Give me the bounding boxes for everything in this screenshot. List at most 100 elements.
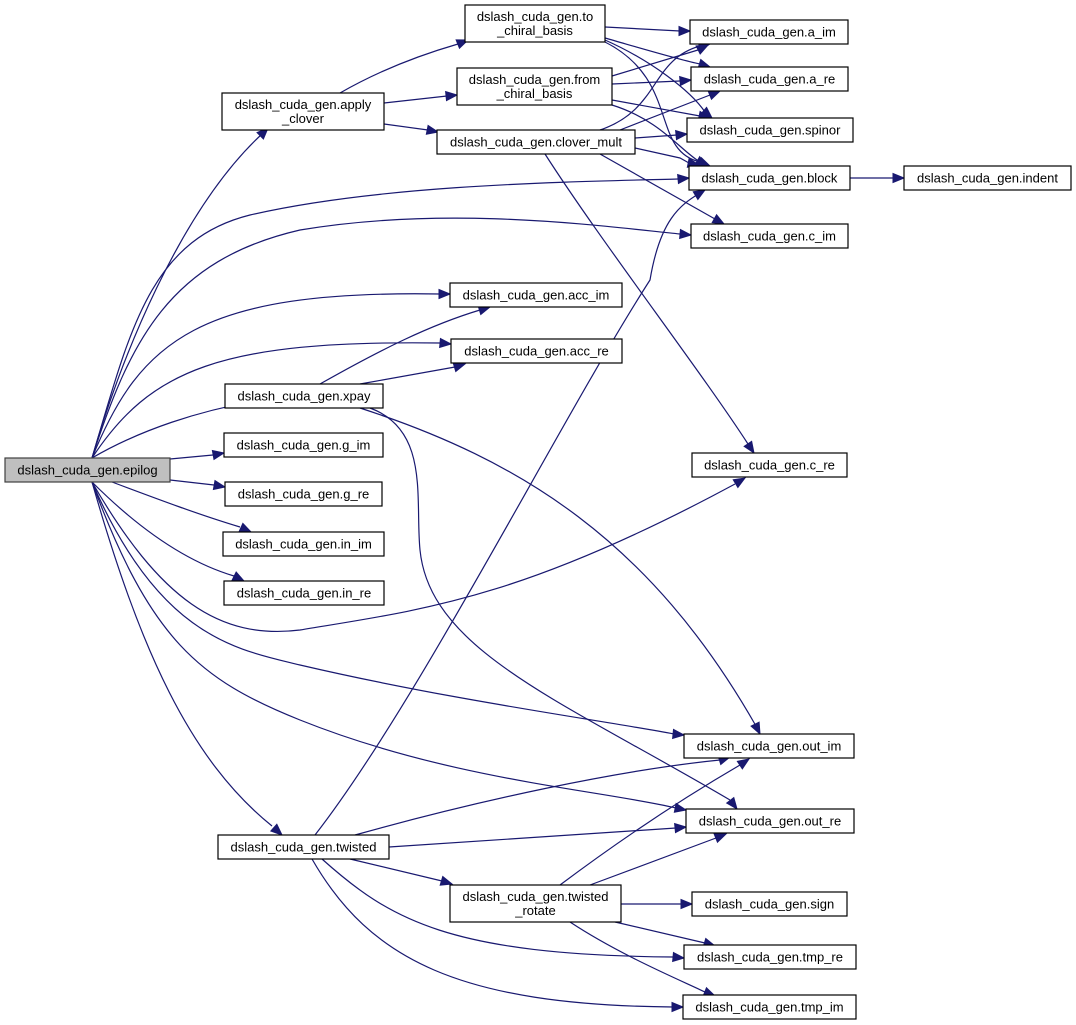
node-clover-mult[interactable]: dslash_cuda_gen.clover_mult: [436, 129, 636, 155]
edge-twisted-rotate-to-out-re: [589, 833, 728, 886]
node-box[interactable]: [449, 282, 623, 308]
edge-line: [91, 481, 235, 577]
node-box[interactable]: [224, 481, 383, 507]
node-twisted-rotate[interactable]: dslash_cuda_gen.twisted_rotate: [449, 884, 622, 923]
node-c-re[interactable]: dslash_cuda_gen.c_re: [691, 452, 848, 478]
node-tmp-im[interactable]: dslash_cuda_gen.tmp_im: [682, 994, 857, 1020]
node-a-im[interactable]: dslash_cuda_gen.a_im: [689, 19, 849, 45]
node-label: dslash_cuda_gen.acc_re: [464, 344, 609, 359]
edge-line: [599, 45, 701, 131]
node-box[interactable]: [222, 531, 385, 557]
edge-line: [611, 80, 681, 85]
edge-clover-mult-to-spinor: [634, 129, 689, 141]
node-in-im[interactable]: dslash_cuda_gen.in_im: [222, 531, 385, 557]
node-label: _chiral_basis: [496, 86, 573, 101]
node-box[interactable]: [223, 432, 384, 458]
node-acc-im[interactable]: dslash_cuda_gen.acc_im: [449, 282, 623, 308]
node-to-chiral[interactable]: dslash_cuda_gen.to_chiral_basis: [464, 4, 606, 43]
edge-line: [111, 481, 241, 528]
node-c-im[interactable]: dslash_cuda_gen.c_im: [690, 223, 849, 249]
node-apply-clover[interactable]: dslash_cuda_gen.apply_clover: [221, 92, 385, 131]
node-g-im[interactable]: dslash_cuda_gen.g_im: [223, 432, 384, 458]
node-box[interactable]: [683, 944, 857, 970]
node-label: dslash_cuda_gen.g_re: [238, 487, 370, 502]
node-box[interactable]: [456, 67, 613, 106]
node-label: dslash_cuda_gen.tmp_re: [697, 950, 843, 965]
arrowhead-icon: [680, 898, 694, 910]
node-label: dslash_cuda_gen.a_im: [702, 25, 836, 40]
arrowhead-icon: [212, 479, 227, 491]
edge-line: [319, 309, 481, 385]
node-epilog[interactable]: dslash_cuda_gen.epilog: [4, 457, 171, 483]
node-box[interactable]: [217, 834, 390, 860]
node-box[interactable]: [221, 92, 385, 131]
node-tmp-re[interactable]: dslash_cuda_gen.tmp_re: [683, 944, 857, 970]
node-label: dslash_cuda_gen.g_im: [237, 438, 371, 453]
node-box[interactable]: [464, 4, 606, 43]
node-box[interactable]: [223, 580, 385, 606]
node-in-re[interactable]: dslash_cuda_gen.in_re: [223, 580, 385, 606]
arrowhead-icon: [692, 189, 707, 201]
node-indent[interactable]: dslash_cuda_gen.indent: [903, 165, 1072, 191]
arrowhead-icon: [231, 571, 246, 582]
edge-line: [599, 153, 716, 220]
node-box[interactable]: [683, 733, 855, 759]
node-acc-re[interactable]: dslash_cuda_gen.acc_re: [450, 338, 623, 364]
arrowhead-icon: [438, 288, 452, 300]
node-g-re[interactable]: dslash_cuda_gen.g_re: [224, 481, 383, 507]
node-xpay[interactable]: dslash_cuda_gen.xpay: [224, 383, 384, 409]
node-label: dslash_cuda_gen.sign: [705, 897, 834, 912]
node-label: dslash_cuda_gen.tmp_im: [695, 1000, 843, 1015]
edge-line: [91, 217, 681, 459]
node-box[interactable]: [689, 19, 849, 45]
node-box[interactable]: [686, 117, 854, 143]
edge-line: [383, 95, 448, 104]
node-box[interactable]: [685, 808, 855, 834]
node-label: _chiral_basis: [496, 23, 573, 38]
edge-epilog-to-acc-re: [91, 337, 453, 459]
node-label: _clover: [281, 111, 325, 126]
node-out-re[interactable]: dslash_cuda_gen.out_re: [685, 808, 855, 834]
edge-block-to-indent: [850, 172, 906, 184]
edge-line: [359, 407, 757, 727]
node-box[interactable]: [903, 165, 1072, 191]
arrowhead-icon: [678, 25, 692, 37]
node-a-re[interactable]: dslash_cuda_gen.a_re: [690, 66, 849, 92]
node-block[interactable]: dslash_cuda_gen.block: [688, 165, 851, 191]
arrowhead-icon: [711, 213, 726, 225]
edge-epilog-to-g-re: [169, 479, 227, 491]
edge-line: [604, 26, 681, 32]
edge-epilog-to-out-im: [91, 481, 686, 740]
edge-epilog-to-block: [91, 173, 691, 459]
node-from-chiral[interactable]: dslash_cuda_gen.from_chiral_basis: [456, 67, 613, 106]
node-label: dslash_cuda_gen.apply: [235, 97, 372, 112]
node-out-im[interactable]: dslash_cuda_gen.out_im: [683, 733, 855, 759]
edge-line: [634, 134, 678, 139]
node-label: dslash_cuda_gen.clover_mult: [450, 135, 622, 150]
node-spinor[interactable]: dslash_cuda_gen.spinor: [686, 117, 854, 143]
edge-line: [614, 921, 706, 944]
arrowhead-icon: [713, 833, 728, 844]
node-box[interactable]: [4, 457, 171, 483]
edge-twisted-rotate-to-out-im: [559, 758, 751, 886]
node-twisted[interactable]: dslash_cuda_gen.twisted: [217, 834, 390, 860]
node-box[interactable]: [688, 165, 851, 191]
edge-epilog-to-g-im: [169, 449, 226, 461]
node-box[interactable]: [690, 66, 849, 92]
node-box[interactable]: [450, 338, 623, 364]
node-label: dslash_cuda_gen.acc_im: [463, 288, 610, 303]
node-box[interactable]: [436, 129, 636, 155]
node-box[interactable]: [691, 452, 848, 478]
node-box[interactable]: [224, 383, 384, 409]
node-box[interactable]: [691, 891, 848, 917]
node-sign[interactable]: dslash_cuda_gen.sign: [691, 891, 848, 917]
node-box[interactable]: [682, 994, 857, 1020]
node-box[interactable]: [690, 223, 849, 249]
node-label: dslash_cuda_gen.epilog: [17, 463, 157, 478]
node-label: dslash_cuda_gen.out_re: [699, 814, 841, 829]
arrowhead-icon: [211, 449, 226, 461]
edge-line: [611, 49, 699, 77]
node-box[interactable]: [449, 884, 622, 923]
node-label: dslash_cuda_gen.twisted: [231, 840, 377, 855]
